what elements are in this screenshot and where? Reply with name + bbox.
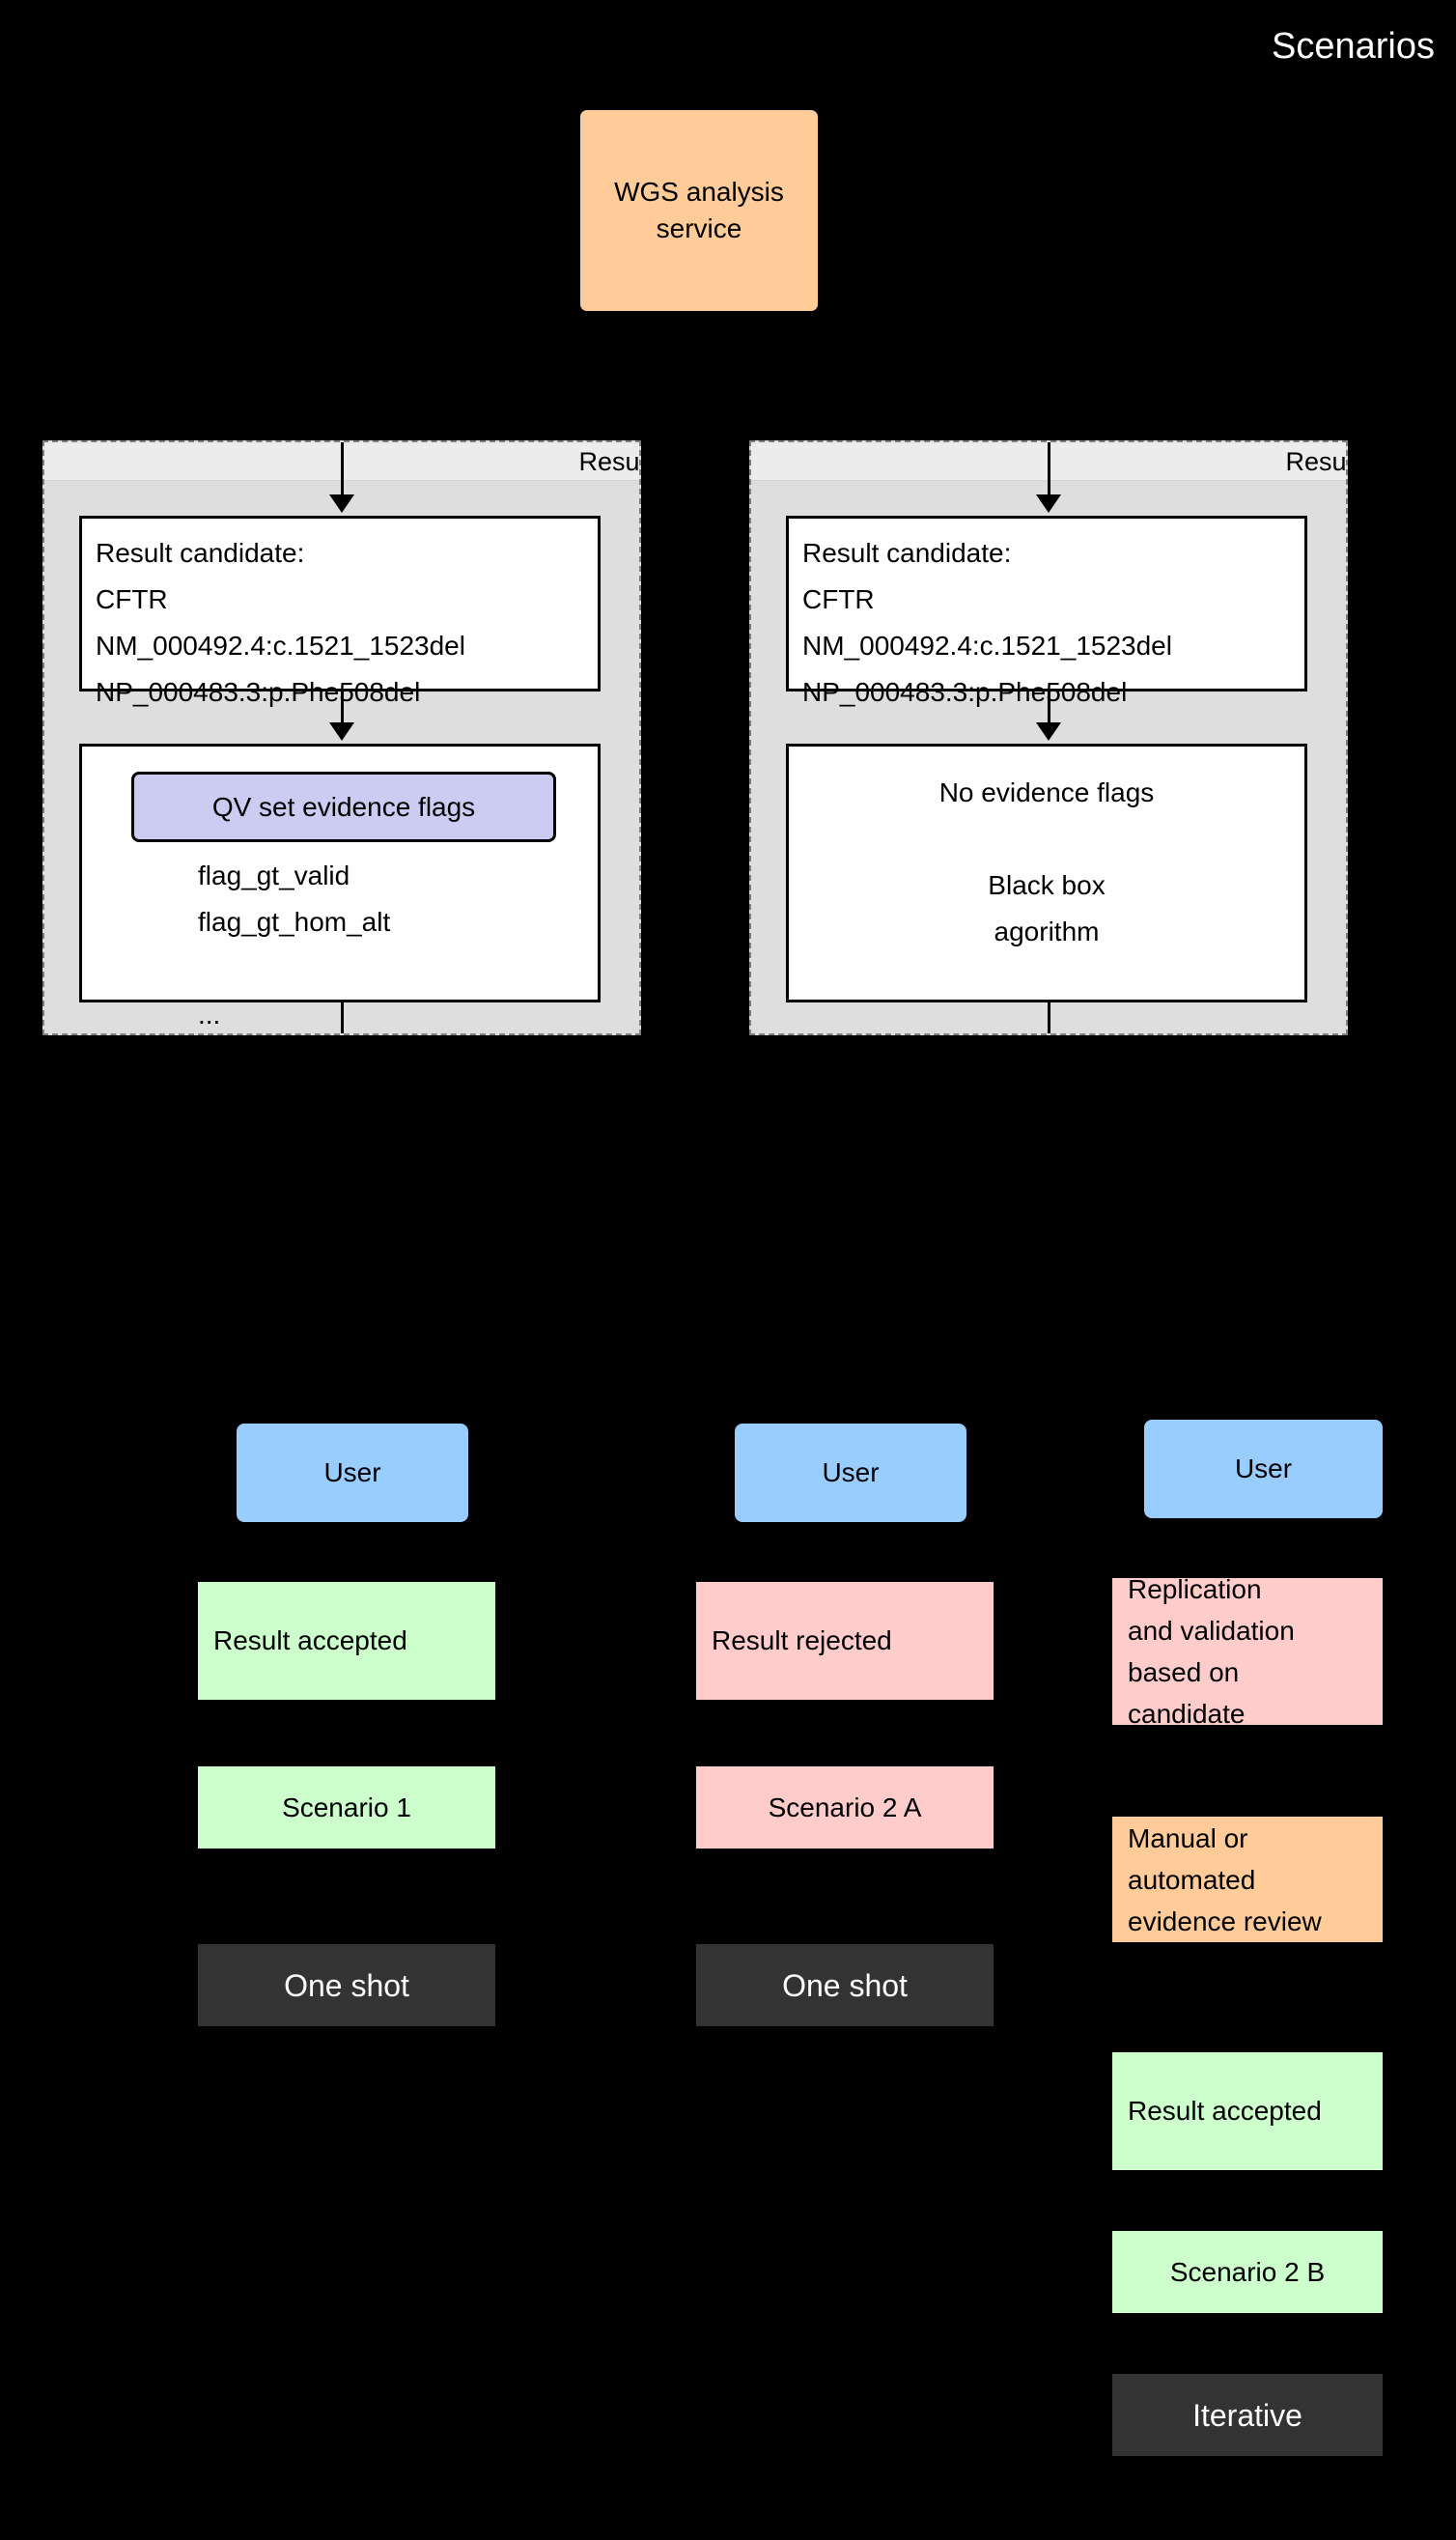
result-candidate-text-right: Result candidate: CFTR NM_000492.4:c.152… bbox=[802, 538, 1172, 707]
page-title: Scenarios bbox=[1272, 26, 1435, 67]
arrow-head-candidate-to-blackbox-right bbox=[1036, 722, 1061, 741]
result-group-right: Result Result candidate: CFTR NM_000492.… bbox=[749, 440, 1348, 1035]
column-3-replication-validation-label: Replication and validation based on cand… bbox=[1128, 1574, 1295, 1729]
column-3-scenario-box[interactable]: Scenario 2 B bbox=[1112, 2231, 1383, 2313]
column-3-result-accepted-label: Result accepted bbox=[1128, 2096, 1322, 2126]
column-1-mode-label: One shot bbox=[284, 1967, 409, 2003]
column-2-user-label: User bbox=[822, 1457, 880, 1487]
column-3-scenario-label: Scenario 2 B bbox=[1169, 2256, 1326, 2287]
black-box-algorithm-box[interactable]: No evidence flags Black box agorithm bbox=[786, 744, 1307, 1002]
column-2-scenario-label: Scenario 2 A bbox=[768, 1792, 922, 1822]
arrow-line-candidate-to-flags-left bbox=[341, 691, 344, 726]
arrow-line-candidate-to-blackbox-right bbox=[1048, 691, 1050, 726]
connector-wgs-to-right-group bbox=[1049, 311, 1051, 442]
column-2-mode-box[interactable]: One shot bbox=[696, 1944, 994, 2026]
arrow-head-candidate-to-flags-left bbox=[329, 722, 354, 741]
result-group-right-label: Result bbox=[1285, 447, 1347, 476]
column-2-user-box[interactable]: User bbox=[735, 1424, 966, 1522]
result-candidate-box-left[interactable]: Result candidate: CFTR NM_000492.4:c.152… bbox=[79, 516, 601, 707]
column-3-evidence-review-box[interactable]: Manual or automated evidence review bbox=[1112, 1817, 1383, 1942]
column-1-scenario-box[interactable]: Scenario 1 bbox=[198, 1766, 495, 1849]
column-1-mode-box[interactable]: One shot bbox=[198, 1944, 495, 2026]
connector-wgs-to-left-group bbox=[340, 311, 343, 442]
column-1-result-accepted-box[interactable]: Result accepted bbox=[198, 1582, 495, 1700]
result-candidate-box-right[interactable]: Result candidate: CFTR NM_000492.4:c.152… bbox=[786, 516, 1307, 707]
qv-set-evidence-flags-chip[interactable]: QV set evidence flags bbox=[131, 772, 556, 842]
column-1-user-label: User bbox=[323, 1457, 381, 1487]
arrow-head-to-candidate-left bbox=[329, 494, 354, 513]
arrow-line-to-candidate-right bbox=[1048, 442, 1050, 498]
qv-set-evidence-flags-label: QV set evidence flags bbox=[211, 791, 476, 822]
column-3-mode-label: Iterative bbox=[1192, 2397, 1302, 2433]
column-3-result-accepted-box[interactable]: Result accepted bbox=[1112, 2052, 1383, 2170]
connector-left-group-out bbox=[341, 1002, 344, 1033]
column-1-user-box[interactable]: User bbox=[237, 1424, 468, 1522]
black-box-algorithm-text: No evidence flags Black box agorithm bbox=[938, 777, 1155, 946]
column-1-scenario-label: Scenario 1 bbox=[282, 1792, 411, 1822]
column-3-replication-validation-box[interactable]: Replication and validation based on cand… bbox=[1112, 1574, 1383, 1729]
column-3-mode-box[interactable]: Iterative bbox=[1112, 2374, 1383, 2456]
result-candidate-text-left: Result candidate: CFTR NM_000492.4:c.152… bbox=[96, 538, 465, 707]
connector-right-group-out bbox=[1048, 1002, 1050, 1033]
result-group-left-label: Result bbox=[578, 447, 640, 476]
column-1-result-accepted-label: Result accepted bbox=[213, 1625, 407, 1655]
column-2-scenario-box[interactable]: Scenario 2 A bbox=[696, 1766, 994, 1849]
evidence-flag-list: flag_gt_valid flag_gt_hom_alt ... bbox=[198, 861, 391, 1030]
arrow-head-to-candidate-right bbox=[1036, 494, 1061, 513]
wgs-analysis-service-node[interactable]: WGS analysis service bbox=[580, 110, 818, 311]
column-3-user-box[interactable]: User bbox=[1144, 1420, 1383, 1518]
column-2-mode-label: One shot bbox=[782, 1967, 908, 2003]
wgs-analysis-service-label: WGS analysis service bbox=[614, 177, 784, 243]
evidence-flags-box-left[interactable]: QV set evidence flags flag_gt_valid flag… bbox=[79, 744, 601, 1030]
column-2-result-rejected-label: Result rejected bbox=[712, 1625, 892, 1655]
column-3-user-label: User bbox=[1234, 1453, 1293, 1483]
arrow-line-to-candidate-left bbox=[341, 442, 344, 498]
column-3-evidence-review-label: Manual or automated evidence review bbox=[1128, 1822, 1322, 1936]
column-2-result-rejected-box[interactable]: Result rejected bbox=[696, 1582, 994, 1700]
result-group-left: Result Result candidate: CFTR NM_000492.… bbox=[42, 440, 641, 1035]
